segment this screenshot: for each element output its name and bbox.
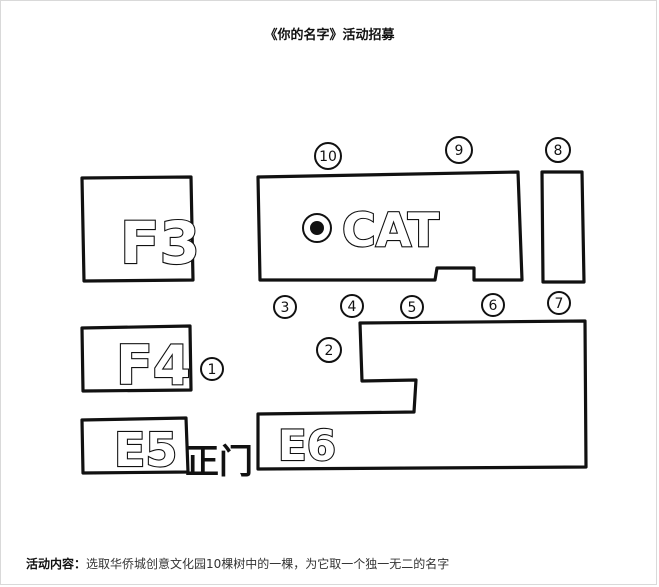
marker-2-label: 2 xyxy=(325,343,334,359)
marker-8-label: 8 xyxy=(554,143,563,159)
block-f4-label: F4 xyxy=(116,334,190,397)
block-e5: E5 xyxy=(80,416,190,478)
marker-10-circle xyxy=(314,142,342,170)
block-e6: E6 xyxy=(256,319,588,471)
block-ocat-label: CAT xyxy=(342,203,440,257)
block-ocat: CAT xyxy=(256,170,524,282)
marker-7-circle xyxy=(547,291,571,315)
marker-5-label: 5 xyxy=(408,300,417,316)
marker-6-circle xyxy=(481,293,505,317)
block-f3: F3 xyxy=(80,175,201,283)
activity-label: 活动内容： xyxy=(26,557,87,571)
block-ocat-outline xyxy=(256,170,524,282)
marker-6: 6 xyxy=(481,293,505,317)
marker-8-circle xyxy=(545,137,571,163)
marker-3-label: 3 xyxy=(281,300,290,316)
block-f3-outline xyxy=(80,175,195,283)
block-e6-label: E6 xyxy=(278,421,336,470)
block-e5-label: E5 xyxy=(114,423,177,477)
block-8 xyxy=(540,170,586,284)
marker-4-label: 4 xyxy=(348,299,357,315)
marker-4: 4 xyxy=(340,294,364,318)
marker-1-label: 1 xyxy=(208,362,217,378)
marker-9: 9 xyxy=(445,136,473,164)
block-f4-outline xyxy=(80,324,193,393)
block-e5-outline xyxy=(80,416,190,475)
block-f3-label: F3 xyxy=(120,209,200,277)
marker-9-circle xyxy=(445,136,473,164)
block-f4: F4 xyxy=(80,324,193,398)
marker-5: 5 xyxy=(400,295,424,319)
marker-8: 8 xyxy=(545,137,571,163)
marker-10-label: 10 xyxy=(319,149,337,165)
marker-3: 3 xyxy=(273,295,297,319)
activity-description: 活动内容：选取华侨城创意文化园10棵树中的一棵，为它取一个独一无二的名字 xyxy=(26,555,449,572)
venue-map: F3 CAT F4 E6 E5 正门 1 xyxy=(62,110,632,500)
page-title: 《你的名字》活动招募 xyxy=(264,28,395,43)
venue-map-drawing: F3 CAT F4 E6 E5 正门 1 xyxy=(80,136,588,482)
block-e6-outline xyxy=(256,319,588,471)
marker-2-circle xyxy=(316,337,342,363)
main-gate-label: 正门 xyxy=(185,442,253,482)
marker-9-label: 9 xyxy=(455,143,464,159)
marker-4-circle xyxy=(340,294,364,318)
marker-6-label: 6 xyxy=(489,298,498,314)
marker-7: 7 xyxy=(547,291,571,315)
marker-1: 1 xyxy=(200,357,224,381)
marker-3-circle xyxy=(273,295,297,319)
marker-1-circle xyxy=(200,357,224,381)
marker-2: 2 xyxy=(316,337,342,363)
activity-text: 选取华侨城创意文化园10棵树中的一棵，为它取一个独一无二的名字 xyxy=(86,557,450,571)
marker-5-circle xyxy=(400,295,424,319)
marker-10: 10 xyxy=(314,142,342,170)
marker-7-label: 7 xyxy=(555,296,564,312)
ocat-o-dot xyxy=(310,221,324,235)
